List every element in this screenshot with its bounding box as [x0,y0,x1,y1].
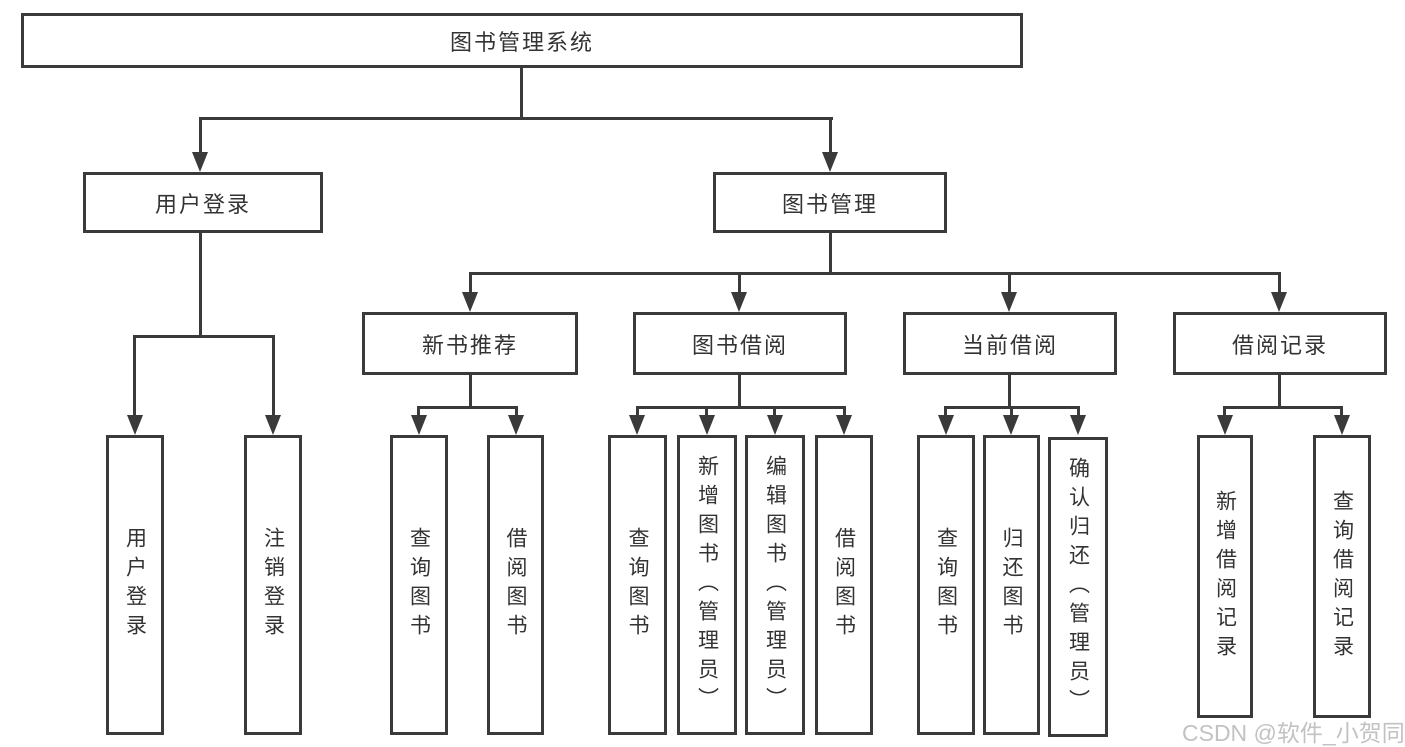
connector-drop [1340,406,1343,420]
arrow-down-icon [192,152,208,172]
connector-distributor [417,406,518,409]
arrow-down-icon [1070,415,1086,435]
leaf-query-books: 查询图书 [917,435,975,735]
leaf-logout: 注销登录 [244,435,302,735]
leaf-label: 查询图书 [934,527,958,643]
arrow-down-icon [731,292,747,312]
leaf-return-books: 归还图书 [983,435,1040,735]
connector-user-login-stem [199,233,202,338]
node-book-management: 图书管理 [713,172,947,233]
connector-stem [1278,375,1281,409]
connector-drop [944,406,947,420]
arrow-down-icon [1003,415,1019,435]
leaf-label: 编辑图书（管理员） [763,454,787,716]
leaf-label: 借阅图书 [832,527,856,643]
node-label: 用户登录 [154,191,251,217]
connector-drop [469,272,472,296]
connector-drop [829,117,832,155]
connector-drop [272,335,275,417]
node-borrow-records: 借阅记录 [1173,312,1387,375]
connector-drop [1077,406,1080,420]
connector-drop [1223,406,1226,420]
arrow-down-icon [836,415,852,435]
arrow-down-icon [1271,292,1287,312]
connector-drop [1010,406,1013,420]
arrow-down-icon [822,152,838,172]
connector-drop [773,406,776,420]
node-library-management-system: 图书管理系统 [21,13,1023,68]
node-label: 新书推荐 [421,332,518,358]
connector-level3-distributor [469,272,1281,275]
arrow-down-icon [938,415,954,435]
connector-stem [1008,375,1011,409]
arrow-down-icon [767,415,783,435]
leaf-label: 查询图书 [407,527,431,643]
node-label: 图书借阅 [691,332,788,358]
connector-drop [199,117,202,155]
leaf-query-books: 查询图书 [390,435,448,735]
connector-drop [636,406,639,420]
connector-level1-distributor [199,117,833,120]
connector-drop [1278,272,1281,296]
arrow-down-icon [629,415,645,435]
leaf-label: 用户登录 [123,527,147,643]
node-label: 图书管理 [781,191,878,217]
arrow-down-icon [1334,415,1350,435]
arrow-down-icon [1001,292,1017,312]
leaf-add-borrow-record: 新增借阅记录 [1197,435,1253,718]
node-label: 图书管理系统 [449,29,594,55]
node-new-book-recommendation: 新书推荐 [362,312,578,375]
node-label: 当前借阅 [961,332,1058,358]
connector-drop [738,272,741,296]
node-user-login: 用户登录 [83,172,323,233]
leaf-label: 归还图书 [1000,527,1023,643]
connector-drop [417,406,420,420]
connector-distributor [636,406,846,409]
arrow-down-icon [462,292,478,312]
csdn-watermark: CSDN @软件_小贺同学 [1182,720,1405,746]
connector-drop [515,406,518,420]
node-label: 借阅记录 [1231,332,1328,358]
node-current-borrowing: 当前借阅 [903,312,1117,375]
connector-drop [1008,272,1011,296]
arrow-down-icon [508,415,524,435]
connector-stem [469,375,472,409]
leaf-query-borrow-record: 查询借阅记录 [1313,435,1371,718]
arrow-down-icon [411,415,427,435]
leaf-label: 新增图书（管理员） [695,454,719,716]
connector-root-stem [520,68,523,119]
leaf-label: 查询借阅记录 [1330,489,1354,664]
leaf-label: 注销登录 [261,527,285,643]
arrow-down-icon [127,415,143,435]
connector-book-management-stem [829,233,832,275]
leaf-borrow-books: 借阅图书 [815,435,873,735]
leaf-label: 新增借阅记录 [1213,489,1237,664]
leaf-user-login: 用户登录 [106,435,164,735]
connector-drop [133,335,136,417]
leaf-borrow-books: 借阅图书 [487,435,544,735]
connector-drop [705,406,708,420]
connector-user-login-distributor [133,335,275,338]
connector-drop [843,406,846,420]
leaf-edit-book-admin: 编辑图书（管理员） [745,435,805,735]
leaf-label: 查询图书 [626,527,649,643]
leaf-label: 借阅图书 [504,527,527,643]
node-book-borrowing: 图书借阅 [633,312,847,375]
connector-distributor [1223,406,1343,409]
connector-stem [738,375,741,409]
leaf-confirm-return-admin: 确认归还（管理员） [1048,437,1108,737]
leaf-label: 确认归还（管理员） [1066,456,1090,718]
leaf-query-books: 查询图书 [608,435,667,735]
leaf-add-book-admin: 新增图书（管理员） [677,435,737,735]
arrow-down-icon [1217,415,1233,435]
arrow-down-icon [265,415,281,435]
arrow-down-icon [699,415,715,435]
